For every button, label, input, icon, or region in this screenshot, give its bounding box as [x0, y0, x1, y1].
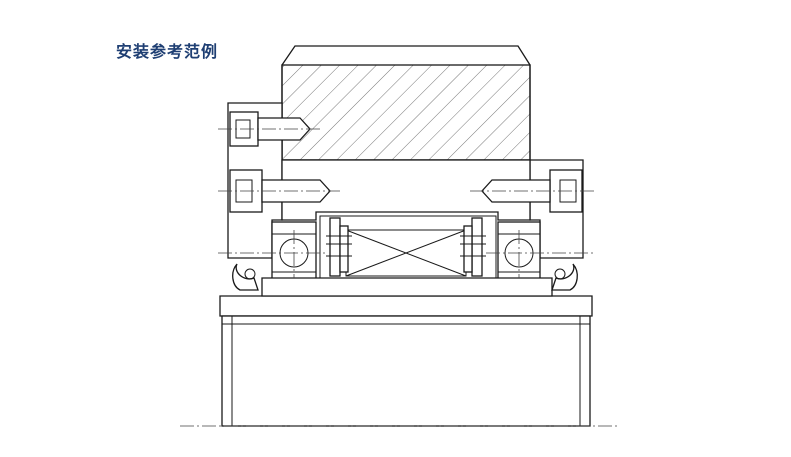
left-sprag-retainer	[326, 217, 352, 277]
gear-hub	[281, 45, 531, 161]
page-title: 安装参考范例	[116, 42, 219, 61]
inner-ring	[219, 277, 593, 317]
right-circlip	[551, 263, 578, 291]
left-cap-screw	[218, 169, 340, 213]
shaft	[221, 315, 591, 427]
centerlines	[180, 230, 620, 427]
top-left-cap-screw	[218, 111, 320, 147]
left-circlip	[232, 263, 259, 291]
right-sprag-retainer	[460, 217, 486, 277]
right-cap-screw	[470, 169, 594, 213]
